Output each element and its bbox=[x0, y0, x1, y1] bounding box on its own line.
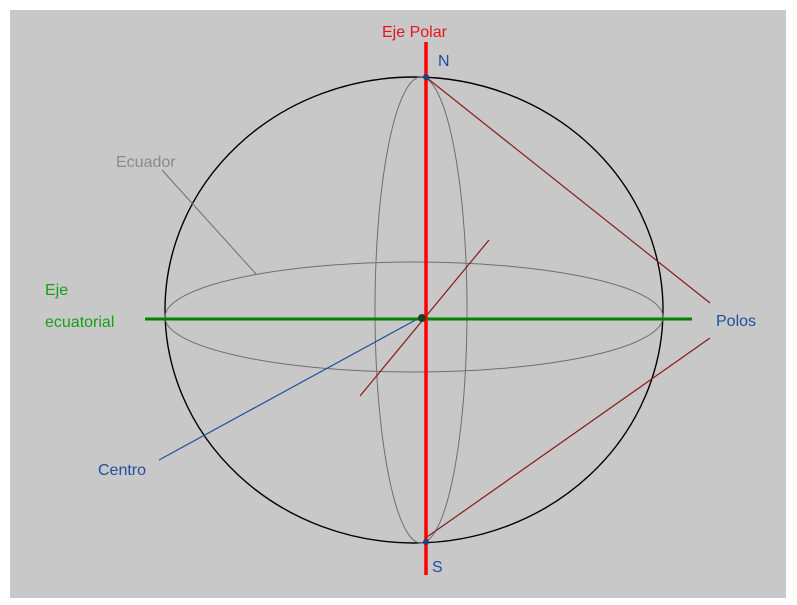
south-pole-point bbox=[423, 539, 429, 545]
meridian-ellipse bbox=[374, 76, 468, 544]
center-point bbox=[418, 314, 426, 322]
north-pole-point bbox=[423, 74, 429, 80]
sphere-outline bbox=[164, 76, 664, 544]
poles-label: Polos bbox=[716, 313, 756, 330]
equator-ellipse bbox=[164, 261, 664, 373]
center-label: Centro bbox=[98, 462, 146, 479]
south-label: S bbox=[432, 559, 443, 576]
pole-line-north bbox=[426, 77, 711, 304]
equator-pointer bbox=[161, 169, 257, 275]
equatorial-axis-label-line1: Eje bbox=[45, 282, 68, 299]
equatorial-axis-label-line2: ecuatorial bbox=[45, 314, 114, 331]
north-label: N bbox=[438, 53, 450, 70]
polar-axis-label: Eje Polar bbox=[382, 24, 448, 41]
equator-label: Ecuador bbox=[116, 154, 176, 171]
center-pointer bbox=[158, 316, 422, 461]
pole-line-south bbox=[426, 337, 711, 538]
